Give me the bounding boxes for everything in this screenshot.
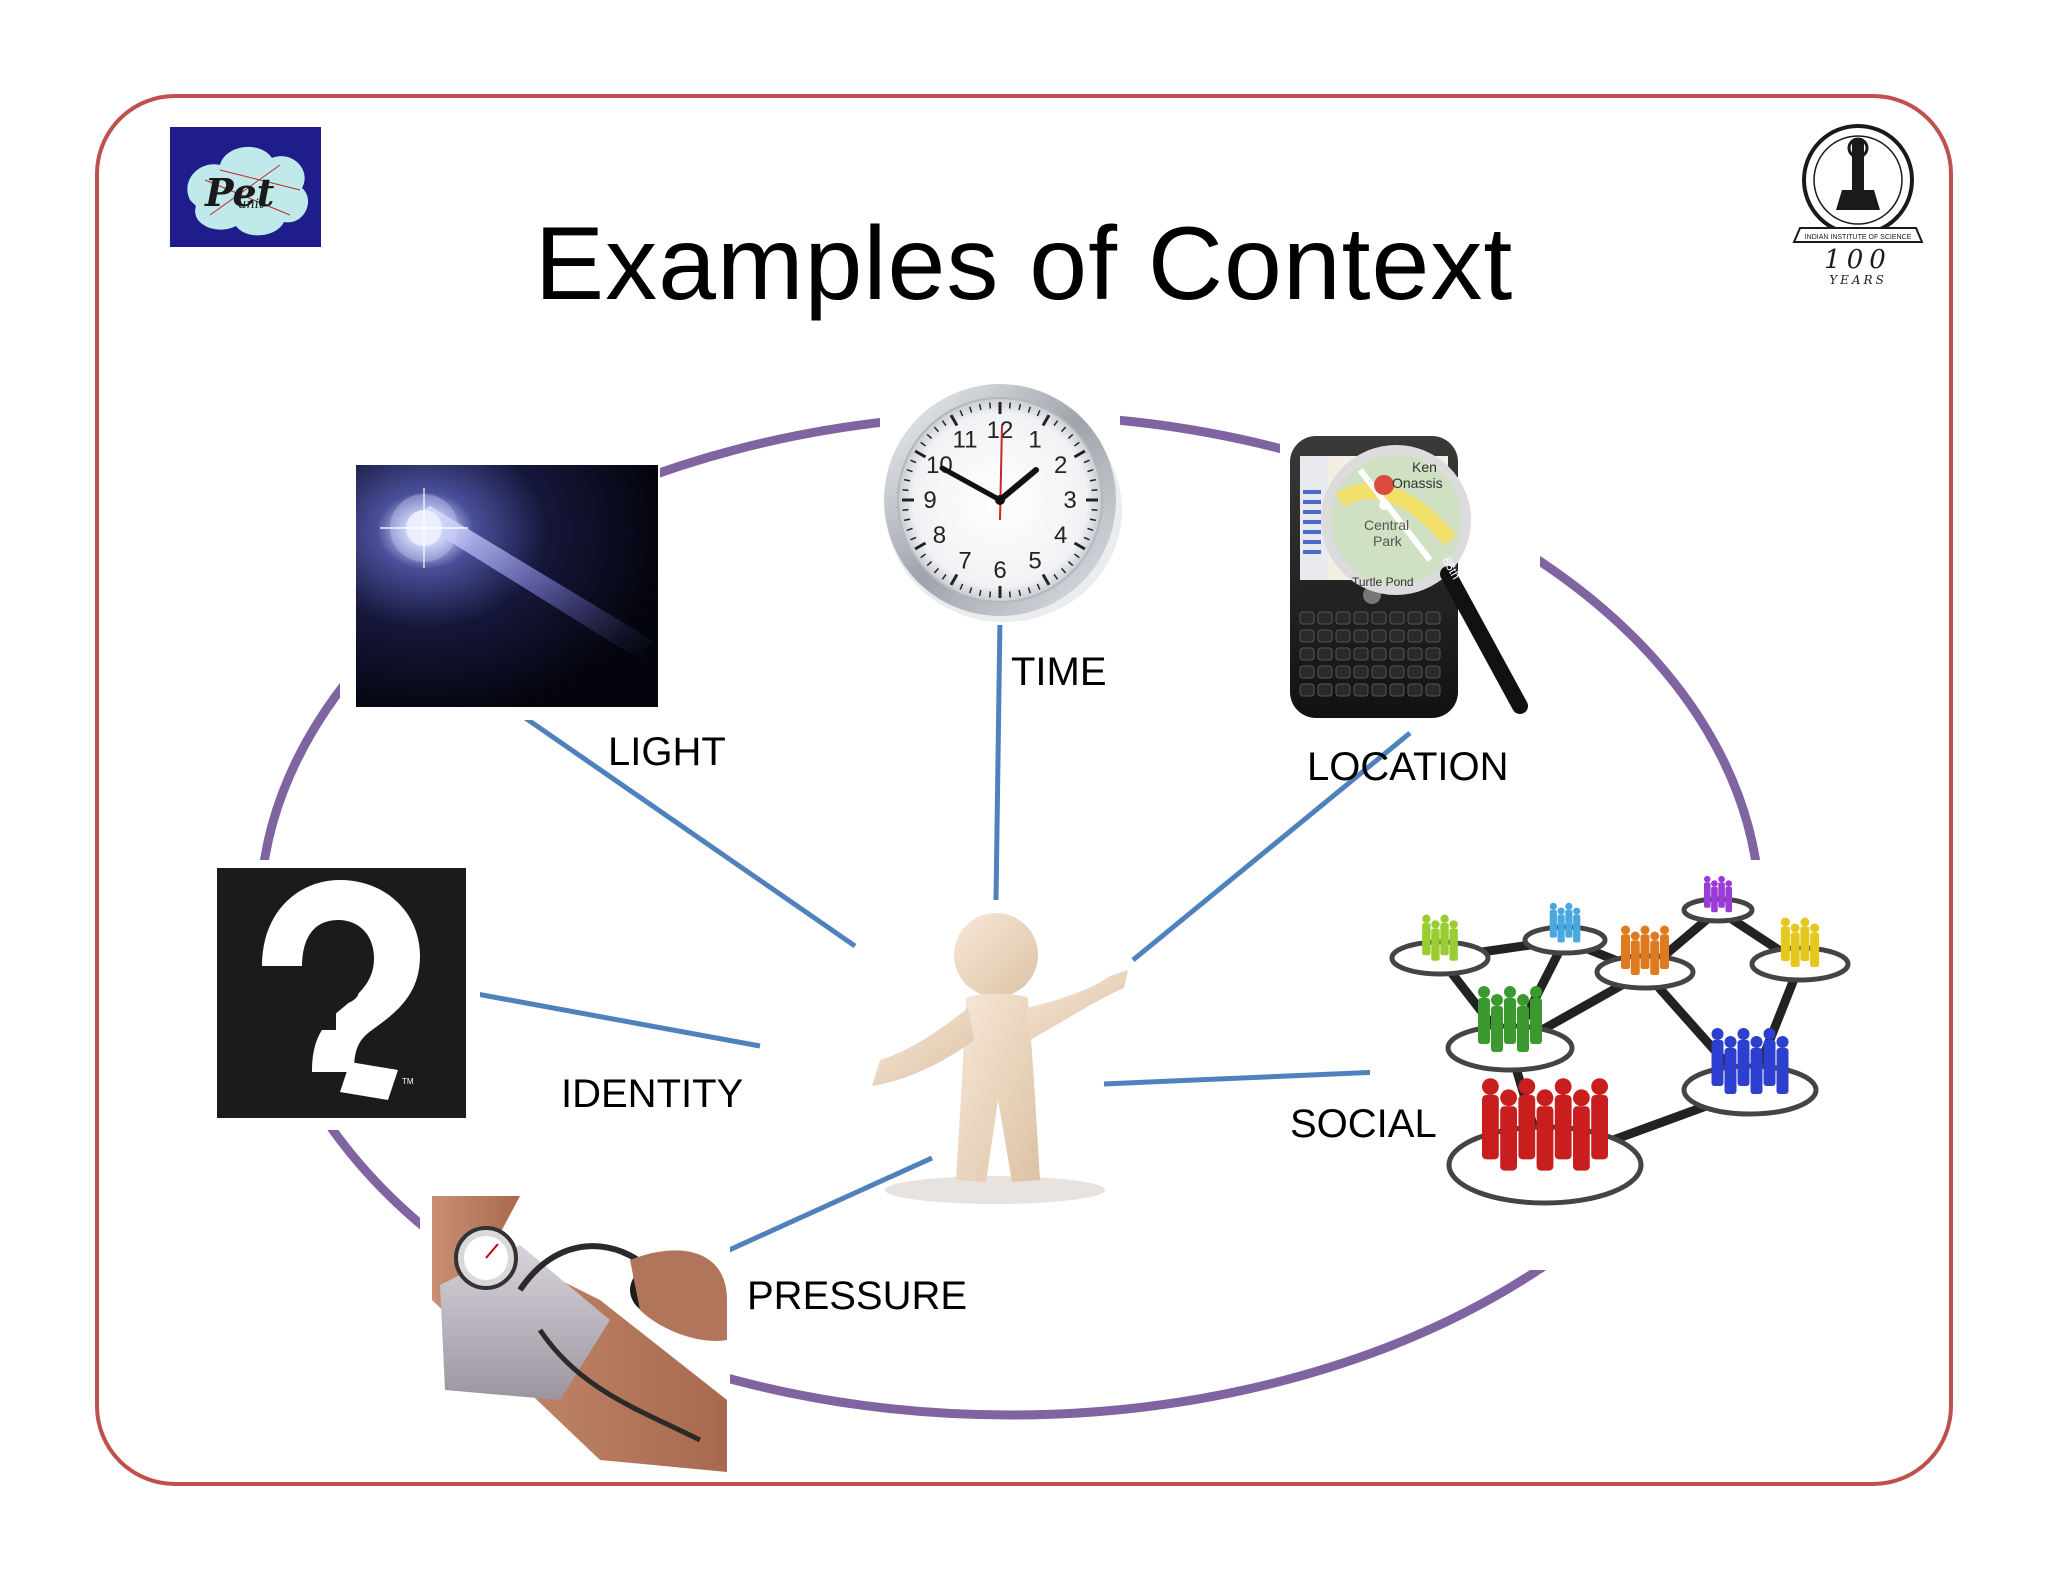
clock-hour-hand <box>997 467 1039 503</box>
social-person <box>1573 1106 1590 1171</box>
social-person <box>1800 926 1810 961</box>
social-person <box>1449 928 1458 961</box>
social-person <box>1737 1040 1750 1086</box>
social-person <box>1431 928 1440 961</box>
clock-numeral: 2 <box>1054 452 1067 479</box>
svg-text:Onassis: Onassis <box>1392 475 1443 491</box>
central-figure <box>872 913 1128 1204</box>
clock-numeral: 10 <box>926 452 953 479</box>
social-person <box>1724 1048 1737 1094</box>
clock-numeral: 12 <box>987 417 1014 444</box>
phone-map-image: Ken Onassis Central Park Turtle Pond 85t… <box>1290 436 1528 718</box>
svg-text:TM: TM <box>402 1077 414 1086</box>
svg-text:INDIAN INSTITUTE OF SCIENCE: INDIAN INSTITUTE OF SCIENCE <box>1805 234 1912 241</box>
social-person <box>1517 1006 1529 1052</box>
svg-text:Pet: Pet <box>204 170 275 215</box>
social-person <box>1565 910 1573 938</box>
social-person <box>1482 1095 1499 1160</box>
social-person <box>1621 934 1630 969</box>
clock-numeral: 8 <box>933 522 946 549</box>
connector-social <box>1103 1069 1381 1087</box>
slide-title: Examples of Context <box>534 206 1514 322</box>
svg-text:YEARS: YEARS <box>1829 273 1887 287</box>
light-image <box>356 465 658 707</box>
svg-text:Turtle Pond: Turtle Pond <box>1352 575 1414 589</box>
connectors <box>465 617 1412 1259</box>
social-person <box>1711 886 1718 913</box>
social-person <box>1630 940 1640 975</box>
social-person <box>1810 932 1820 967</box>
pet-unit-logo: Pet unit <box>170 127 321 247</box>
svg-text:unit: unit <box>238 197 265 212</box>
social-person <box>1440 923 1449 956</box>
social-person <box>1640 934 1650 969</box>
social-person <box>1591 1095 1608 1160</box>
connector-time <box>993 617 1003 901</box>
social-person <box>1711 1040 1724 1086</box>
clock-numeral: 9 <box>923 487 936 514</box>
social-person <box>1422 923 1431 956</box>
social-person <box>1536 1106 1554 1171</box>
social-person <box>1554 1095 1572 1160</box>
clock-numeral: 1 <box>1028 426 1041 453</box>
connector-light <box>506 703 857 949</box>
clock-numeral: 3 <box>1063 487 1076 514</box>
identity-image: TM <box>217 868 466 1118</box>
iisc-centenary-logo: INDIAN INSTITUTE OF SCIENCE 100 YEARS <box>1792 124 1924 287</box>
clock-numeral: 5 <box>1028 548 1041 575</box>
pressure-image <box>432 1196 727 1472</box>
svg-text:100: 100 <box>1824 245 1892 275</box>
social-person <box>1790 932 1800 967</box>
social-person <box>1557 914 1565 943</box>
social-person <box>1549 910 1557 938</box>
social-person <box>1573 914 1581 943</box>
social-person <box>1718 882 1725 908</box>
social-person <box>1491 1006 1503 1052</box>
svg-text:Park: Park <box>1373 533 1403 549</box>
social-person <box>1725 886 1733 913</box>
social-person <box>1776 1048 1789 1094</box>
clock-numeral: 7 <box>958 548 971 575</box>
clock-minute-hand <box>939 465 1003 503</box>
connector-identity <box>465 989 761 1049</box>
connector-location <box>1131 731 1412 962</box>
social-person <box>1703 882 1711 908</box>
label-time: TIME <box>1011 650 1107 694</box>
slide-frame <box>95 94 1953 1486</box>
social-person <box>1660 934 1669 969</box>
clock-numeral: 6 <box>993 557 1006 584</box>
social-network-image <box>1389 875 1851 1206</box>
social-person <box>1518 1095 1536 1160</box>
social-person <box>1478 998 1490 1044</box>
social-person <box>1504 998 1516 1044</box>
svg-text:Ken: Ken <box>1412 459 1437 475</box>
social-person <box>1650 940 1660 975</box>
label-social: SOCIAL <box>1290 1102 1437 1146</box>
social-person <box>1750 1048 1763 1094</box>
social-person <box>1780 926 1790 961</box>
social-person <box>1763 1040 1776 1086</box>
svg-text:Central: Central <box>1364 517 1409 533</box>
connector-pressure <box>714 1155 934 1259</box>
label-location: LOCATION <box>1307 745 1509 789</box>
social-person <box>1530 998 1542 1044</box>
label-light: LIGHT <box>608 730 726 774</box>
label-identity: IDENTITY <box>561 1072 744 1116</box>
clock-numeral: 4 <box>1054 522 1067 549</box>
label-pressure: PRESSURE <box>747 1274 968 1318</box>
social-person <box>1500 1106 1517 1171</box>
clock-numeral: 11 <box>953 426 978 453</box>
